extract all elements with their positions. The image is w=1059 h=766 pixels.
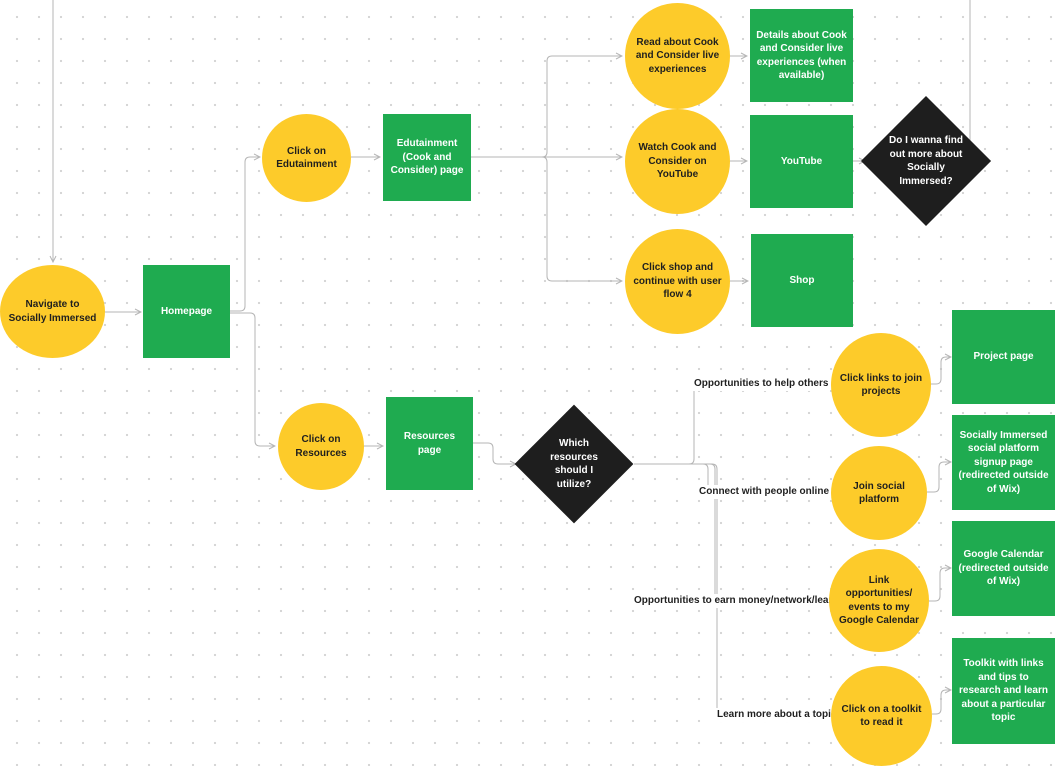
edge-calendar-google xyxy=(929,568,951,602)
node-toolkit[interactable]: Toolkit with links and tips to research … xyxy=(952,638,1055,744)
edge-which-help xyxy=(634,384,828,465)
node-youtube[interactable]: YouTube xyxy=(750,115,853,208)
edge-label-earn-money: Opportunities to earn money/network/lear… xyxy=(632,594,841,608)
node-click-toolkit[interactable]: Click on a toolkit to read it xyxy=(831,666,932,766)
node-shop[interactable]: Shop xyxy=(751,234,853,327)
node-project-page[interactable]: Project page xyxy=(952,310,1055,404)
edge-question-exit xyxy=(969,0,991,162)
edge-homepage-resources xyxy=(230,312,275,446)
edge-projects-page xyxy=(931,357,951,385)
edge-edu-read xyxy=(471,56,622,158)
edge-which-learn xyxy=(634,463,828,715)
edge-homepage-edutainment xyxy=(230,157,260,312)
edge-label-connect-online: Connect with people online xyxy=(697,485,831,499)
edge-edu-shop xyxy=(471,156,622,281)
node-resources-page[interactable]: Resources page xyxy=(386,397,473,490)
node-join-social[interactable]: Join social platform xyxy=(831,446,927,540)
edge-label-help-others: Opportunities to help others xyxy=(692,377,831,391)
node-google-calendar[interactable]: Google Calendar (redirected outside of W… xyxy=(952,521,1055,616)
node-signup-page[interactable]: Socially Immersed social platform signup… xyxy=(952,415,1055,510)
edge-toolkit-toolkit xyxy=(932,690,951,715)
node-navigate[interactable]: Navigate to Socially Immersed xyxy=(0,265,105,358)
node-edutainment-page[interactable]: Edutainment (Cook and Consider) page xyxy=(383,114,471,201)
node-details-cook[interactable]: Details about Cook and Consider live exp… xyxy=(750,9,853,102)
edge-label-learn-topic: Learn more about a topic xyxy=(715,708,839,722)
node-watch-cook[interactable]: Watch Cook and Consider on YouTube xyxy=(625,109,730,214)
node-click-resources[interactable]: Click on Resources xyxy=(278,403,364,490)
node-click-shop[interactable]: Click shop and continue with user flow 4 xyxy=(625,229,730,334)
node-read-cook[interactable]: Read about Cook and Consider live experi… xyxy=(625,3,730,109)
edge-res-which xyxy=(473,442,516,464)
node-link-calendar[interactable]: Link opportunities/ events to my Google … xyxy=(829,549,929,652)
node-join-projects[interactable]: Click links to join projects xyxy=(831,333,931,437)
node-click-edutainment[interactable]: Click on Edutainment xyxy=(262,114,351,202)
node-homepage[interactable]: Homepage xyxy=(143,265,230,358)
edge-social-signup xyxy=(927,462,951,493)
